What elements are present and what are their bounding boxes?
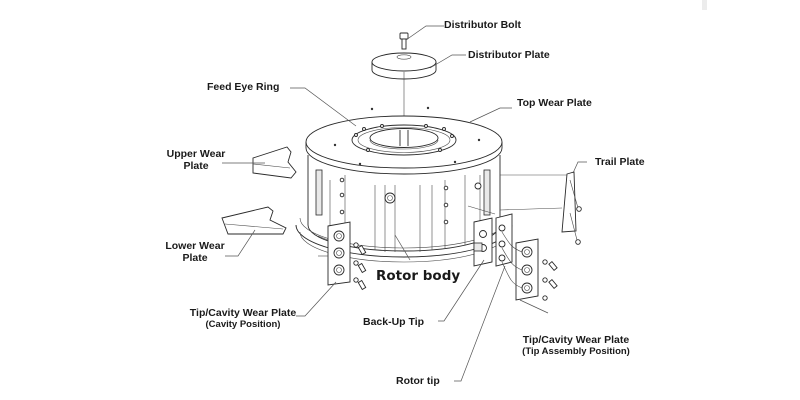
label-lower-wear-plate: Lower Wear Plate bbox=[164, 240, 226, 264]
tip-cavity-wear-plate-left bbox=[317, 221, 367, 291]
label-tip-cavity-right-line2: (Tip Assembly Position) bbox=[522, 346, 630, 357]
feed-eye-ring-part bbox=[351, 124, 457, 156]
scroll-indicator bbox=[702, 0, 707, 10]
trail-plate-part bbox=[499, 171, 582, 245]
distributor-plate-part bbox=[371, 52, 437, 80]
label-rotor-tip: Rotor tip bbox=[396, 375, 440, 387]
label-lower-wear-plate-line1: Lower Wear bbox=[165, 240, 225, 252]
rotor-tip-part bbox=[495, 213, 513, 267]
label-distributor-plate: Distributor Plate bbox=[468, 49, 550, 61]
label-top-wear-plate: Top Wear Plate bbox=[517, 97, 592, 109]
label-lower-wear-plate-line2: Plate bbox=[182, 252, 208, 264]
label-tip-cavity-left-line2: (Cavity Position) bbox=[205, 319, 281, 330]
tip-cavity-wear-plate-right bbox=[501, 231, 558, 301]
label-upper-wear-plate-line1: Upper Wear bbox=[166, 148, 226, 160]
lower-wear-plate-part bbox=[221, 206, 287, 235]
label-distributor-bolt: Distributor Bolt bbox=[444, 19, 521, 31]
label-upper-wear-plate-line2: Plate bbox=[183, 160, 209, 172]
label-tip-cavity-wear-plate-tip: Tip/Cavity Wear Plate (Tip Assembly Posi… bbox=[514, 334, 638, 358]
right-bolts bbox=[542, 259, 558, 301]
label-rotor-body: Rotor body bbox=[376, 268, 461, 284]
back-up-tip-part bbox=[467, 205, 496, 267]
left-bolts bbox=[353, 242, 367, 291]
label-tip-cavity-left-line1: Tip/Cavity Wear Plate bbox=[189, 307, 297, 319]
leader-lines bbox=[222, 25, 587, 382]
label-tip-cavity-right-line1: Tip/Cavity Wear Plate bbox=[522, 334, 630, 346]
label-upper-wear-plate: Upper Wear Plate bbox=[166, 148, 226, 172]
label-back-up-tip: Back-Up Tip bbox=[363, 316, 425, 328]
distributor-bolt-part bbox=[399, 32, 409, 50]
label-tip-cavity-wear-plate-cavity: Tip/Cavity Wear Plate (Cavity Position) bbox=[188, 307, 298, 331]
upper-wear-plate-part bbox=[252, 146, 297, 179]
label-feed-eye-ring: Feed Eye Ring bbox=[207, 81, 280, 93]
label-trail-plate: Trail Plate bbox=[595, 156, 645, 168]
